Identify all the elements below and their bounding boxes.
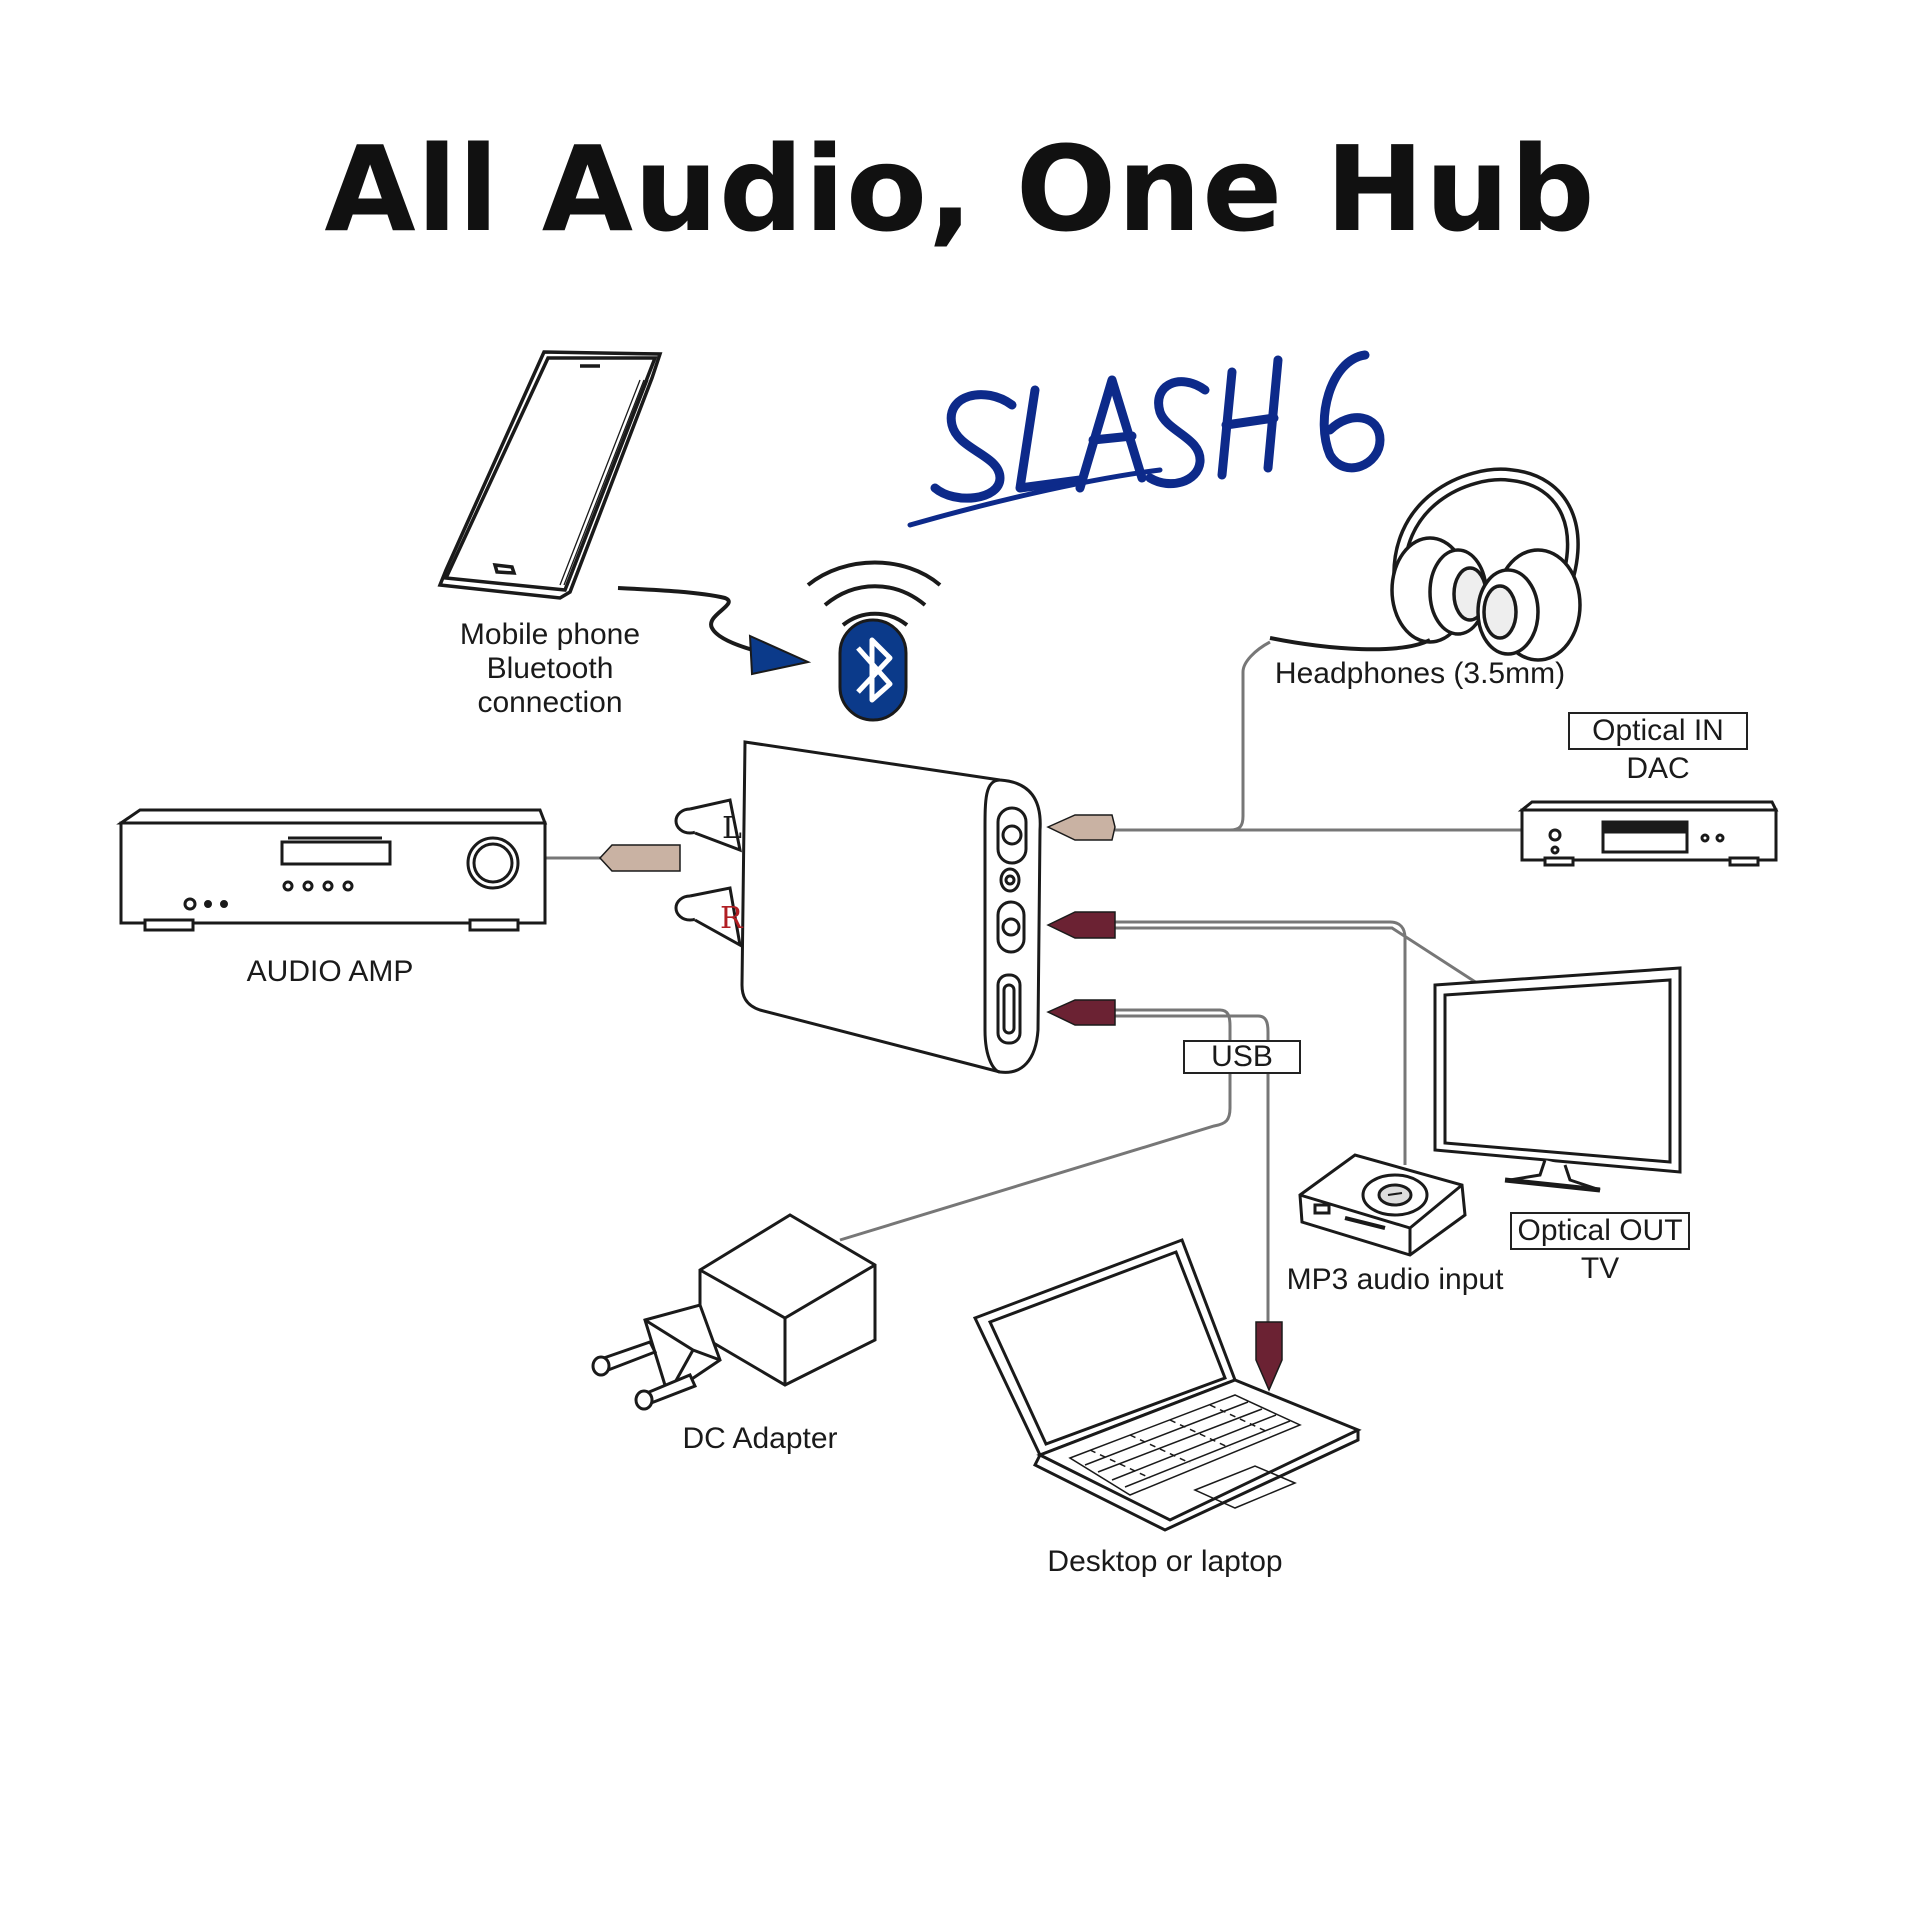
connectors	[598, 814, 1283, 1392]
bluetooth-arrow	[617, 586, 812, 676]
tv-label: TV	[1580, 1252, 1620, 1285]
dc-adapter-label: DC Adapter	[682, 1422, 838, 1455]
mobile-phone-label-line3: connection	[477, 686, 623, 719]
amplifier-icon	[116, 808, 548, 932]
mobile-phone-label-line1: Mobile phone	[459, 618, 641, 651]
optical-out-box: Optical OUT	[1510, 1212, 1690, 1250]
hub-right-port-label: R	[720, 901, 744, 936]
usb-connector	[1046, 999, 1116, 1026]
mobile-phone-label: Mobile phone Bluetooth connection	[430, 618, 670, 720]
mp3-player-icon	[1298, 1153, 1467, 1257]
laptop-usb-connector	[1255, 1321, 1283, 1392]
optical-out-connector	[1046, 814, 1116, 841]
bluetooth-signal-icon	[806, 560, 942, 627]
slash6-logo	[907, 350, 1385, 528]
laptop-icon	[972, 1238, 1362, 1532]
amp-connector	[598, 844, 681, 872]
hub-left-port-label: L	[722, 811, 742, 846]
laptop-label: Desktop or laptop	[1047, 1545, 1283, 1578]
headphone-cable	[1269, 636, 1431, 652]
usb-box: USB	[1183, 1040, 1301, 1074]
headphones-icon	[1390, 467, 1582, 662]
dac-icon	[1517, 800, 1779, 867]
hub-device	[674, 740, 1042, 1074]
mp3-label: MP3 audio input	[1286, 1263, 1504, 1296]
bluetooth-icon	[838, 618, 908, 722]
audio-amp-label: AUDIO AMP	[246, 955, 414, 988]
page-title: All Audio, One Hub	[324, 120, 1596, 258]
optical-in-box: Optical IN	[1568, 712, 1748, 750]
smartphone-icon	[437, 350, 663, 600]
dc-adapter-icon	[591, 1213, 877, 1411]
headphones-label: Headphones (3.5mm)	[1274, 657, 1566, 690]
dac-label: DAC	[1626, 752, 1690, 785]
aux-in-connector	[1046, 911, 1116, 939]
tv-icon	[1433, 966, 1682, 1193]
mobile-phone-label-line2: Bluetooth	[486, 652, 614, 685]
